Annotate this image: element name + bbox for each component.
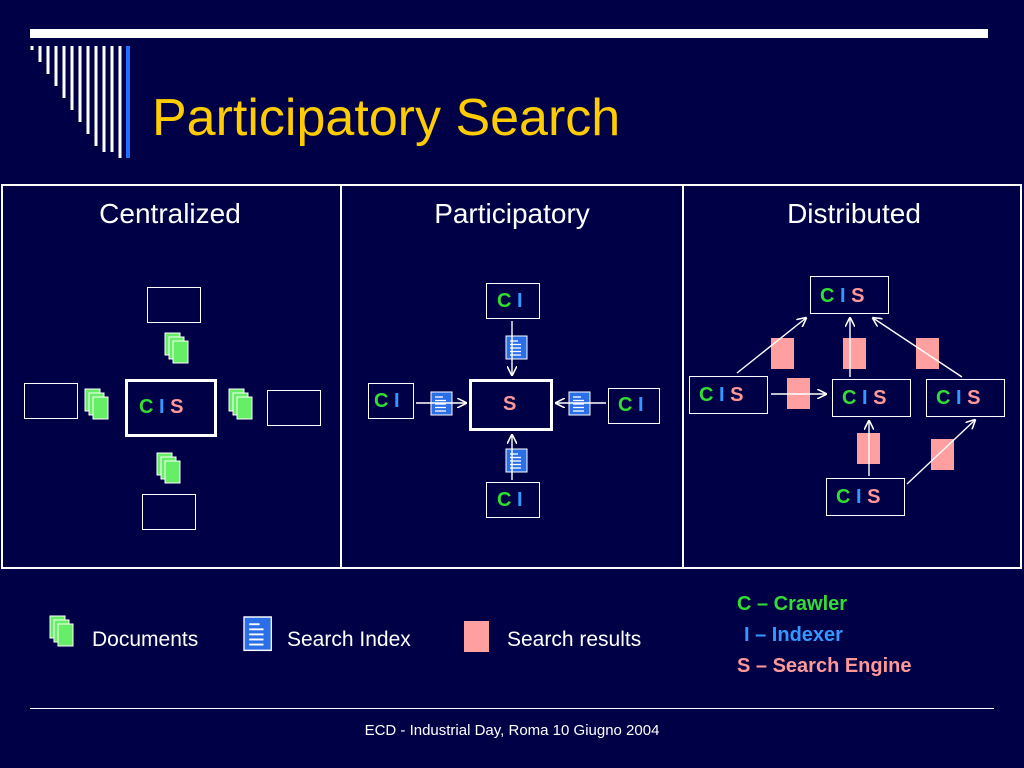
central-cis-node [125,379,217,437]
documents-icon [228,388,253,420]
arrow [873,318,963,378]
legend-documents-label: Documents [92,628,199,651]
crawler-letter: C [139,396,154,418]
column-heading-distributed: Distributed [787,198,921,229]
key-crawler: C – Crawler [737,593,848,615]
legend-search-index-label: Search Index [287,628,411,651]
key-search-engine: S – Search Engine [737,655,912,677]
central-s-label: S [503,393,517,415]
cis-node-top [810,276,889,314]
documents-icon [164,332,189,364]
legend-search-results-label: Search results [507,628,642,651]
cis-node-right [926,379,1005,417]
documents-icon [156,452,181,484]
search-result-icon [931,439,954,470]
legend-search-index-icon [243,616,273,652]
indexer-letter: I [159,396,165,418]
column-heading-centralized: Centralized [99,198,241,229]
column-divider [340,184,342,569]
footer-text: ECD - Industrial Day, Roma 10 Giugno 200… [364,722,660,739]
source-node [142,494,196,530]
column-heading-participatory: Participatory [434,198,590,229]
legend-search-results-icon [464,621,489,652]
cis-node-label: C I S [836,486,881,508]
search-index-icon [505,448,528,473]
search-result-icon [843,338,866,369]
legend-documents-icon [49,615,74,647]
cis-node-label: C I S [699,384,744,406]
source-node [24,383,78,419]
ci-node-label: C I [497,290,523,312]
arrow [736,318,806,374]
search-index-icon [505,335,528,360]
cis-node-left [689,376,768,414]
ci-node-top [486,283,540,319]
ci-node-left [368,383,414,419]
cis-node-label: C I S [936,387,981,409]
search-engine-letter: S [170,396,184,418]
documents-icon [84,388,109,420]
central-s-node [469,379,553,431]
diagram-panel [1,184,1022,569]
central-cis-label: C I S [139,396,183,419]
key-indexer: I – Indexer [744,624,843,646]
column-divider [682,184,684,569]
ci-node-label: C I [374,390,400,412]
ci-node-bottom [486,482,540,518]
ci-node-label: C I [497,489,523,511]
ci-node-label: C I [618,394,644,416]
page-title: Participatory Search [152,89,621,147]
cis-node-bottom [826,478,905,516]
arrow [906,420,975,485]
header-bar [30,29,988,38]
source-node [147,287,201,323]
footer-rule [30,708,994,709]
source-node [267,390,321,426]
cis-node-label: C I S [842,387,887,409]
search-result-icon [771,338,794,369]
cis-node-middle [832,379,911,417]
cis-node-label: C I S [820,285,865,307]
ci-node-right [608,388,660,424]
